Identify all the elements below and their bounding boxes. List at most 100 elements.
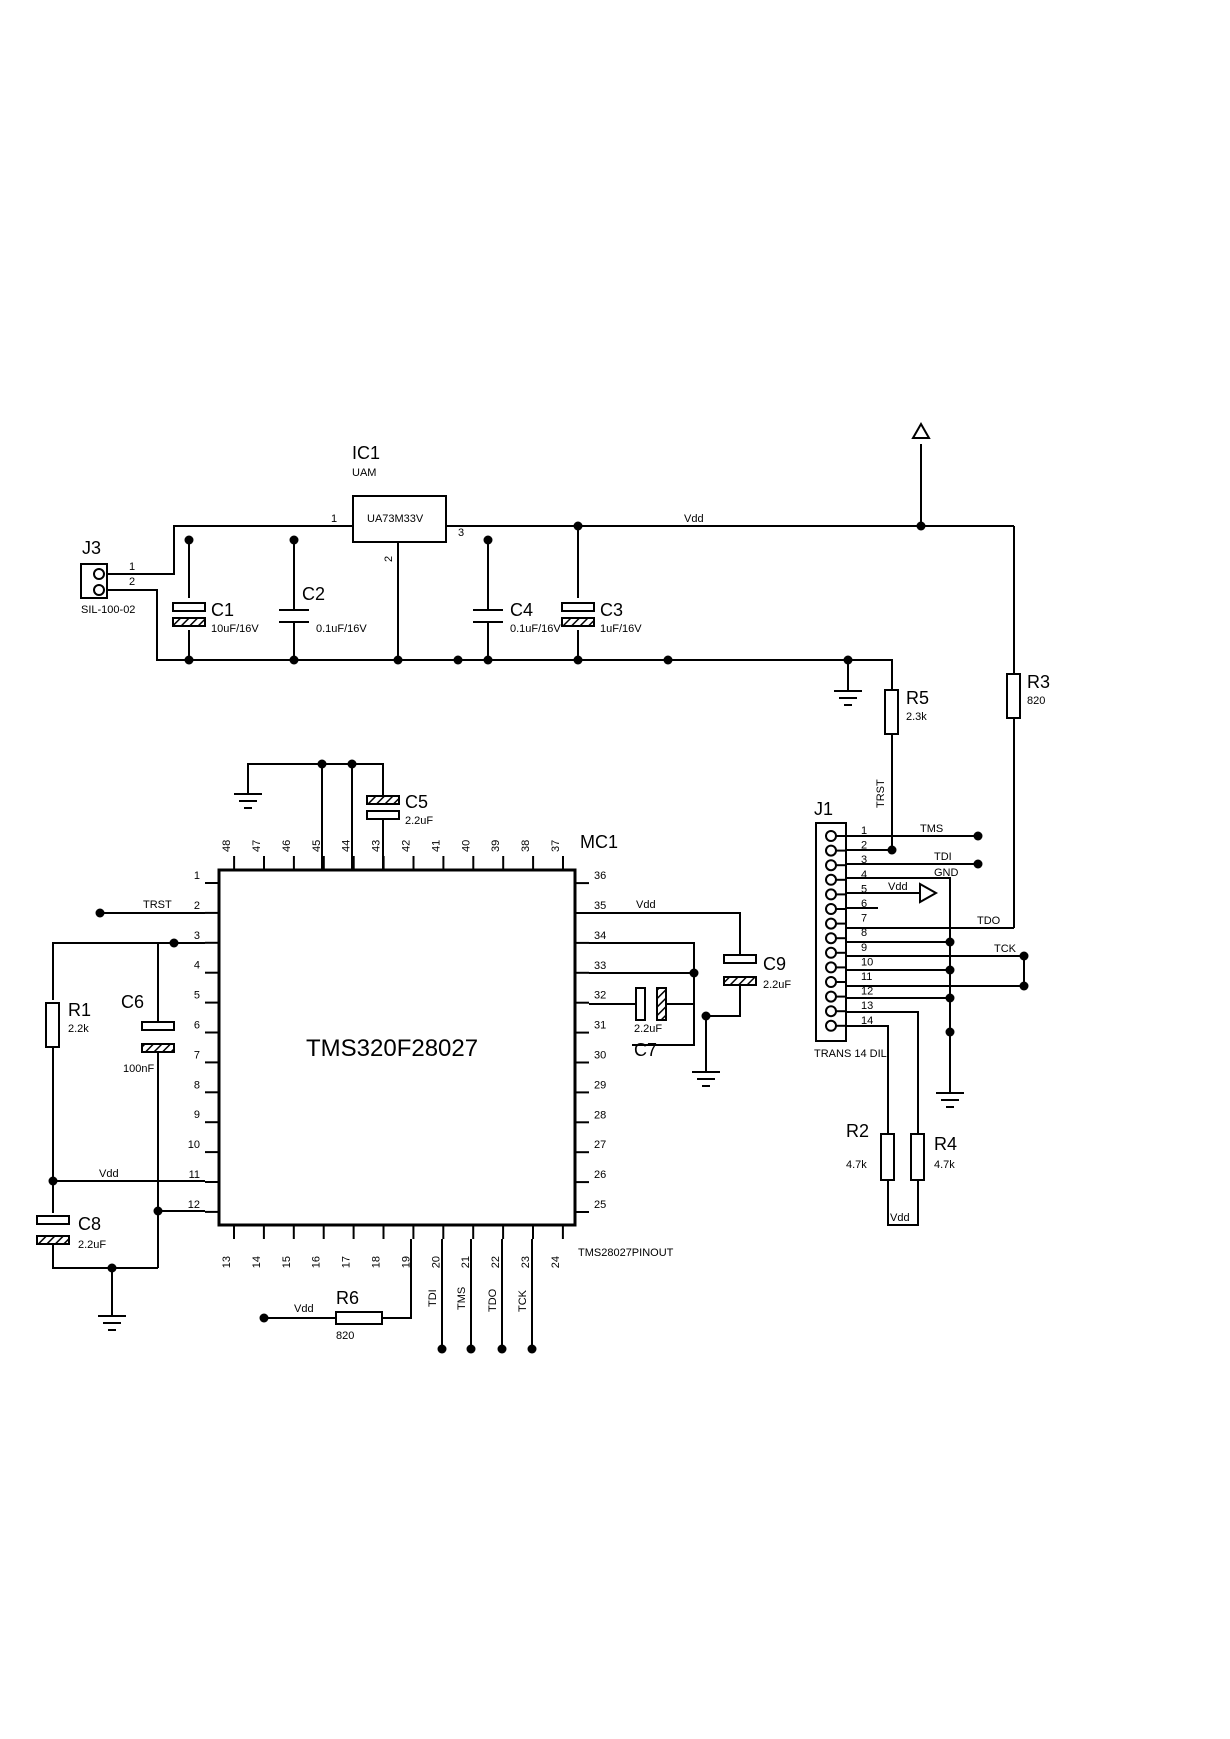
mcu-pin-label: 45 bbox=[311, 840, 323, 852]
regulator-part: UA73M33V bbox=[367, 513, 424, 525]
j1-pin-pad bbox=[825, 1005, 837, 1018]
mcu-pin-label: 25 bbox=[594, 1199, 606, 1211]
net-label-tms: TMS bbox=[456, 1287, 468, 1310]
mcu-pin-label: 47 bbox=[251, 840, 263, 852]
c1-ref: C1 bbox=[211, 600, 234, 620]
j1-pin-label: 9 bbox=[861, 942, 867, 954]
j1-pin-label: 3 bbox=[861, 854, 867, 866]
j1-pin-label: 7 bbox=[861, 913, 867, 925]
c9-ref: C9 bbox=[763, 954, 786, 974]
net-label-gnd-j1: GND bbox=[934, 867, 959, 879]
c7-value: 2.2uF bbox=[634, 1023, 662, 1035]
mcu-pin-label: 23 bbox=[520, 1256, 532, 1268]
mcu-pin-label: 6 bbox=[194, 1020, 200, 1032]
c9-value: 2.2uF bbox=[763, 979, 791, 991]
net-label-vdd-left: Vdd bbox=[99, 1168, 119, 1180]
regulator-pin-1: 1 bbox=[331, 513, 337, 525]
j1-pin-label: 5 bbox=[861, 883, 867, 895]
mcu-pin-label: 21 bbox=[460, 1256, 472, 1268]
net-label-tdo: TDO bbox=[487, 1288, 499, 1312]
mcu-pin-label: 9 bbox=[194, 1109, 200, 1121]
mcu-pin-label: 27 bbox=[594, 1139, 606, 1151]
mcu-pin-label: 18 bbox=[371, 1256, 383, 1268]
r2-ref: R2 bbox=[846, 1121, 869, 1141]
c5-ref: C5 bbox=[405, 792, 428, 812]
mcu-pin-label: 29 bbox=[594, 1079, 606, 1091]
c3-value: 1uF/16V bbox=[600, 623, 642, 635]
power-arrow-icon bbox=[911, 421, 931, 439]
ground-icon bbox=[936, 1092, 964, 1108]
r5-ref: R5 bbox=[906, 688, 929, 708]
r6-value: 820 bbox=[336, 1330, 354, 1342]
mcu-pin-label: 14 bbox=[251, 1256, 263, 1268]
regulator-ic1: UA73M33V IC1 UAM 1 2 3 Vdd bbox=[331, 443, 704, 562]
mcu-pin-label: 30 bbox=[594, 1050, 606, 1062]
mcu-mc1: TMS320F28027 MC1 TMS28027PINOUT 12345678… bbox=[188, 832, 674, 1268]
mcu-pin-label: 41 bbox=[430, 840, 442, 852]
mcu-pin-label: 33 bbox=[594, 960, 606, 972]
resistor-r5: R5 2.3k TRST bbox=[875, 660, 929, 850]
j1-pin-label: 4 bbox=[861, 869, 867, 881]
c8-ref: C8 bbox=[78, 1214, 101, 1234]
regulator-pin-3: 3 bbox=[458, 527, 464, 539]
j1-pin-label: 14 bbox=[861, 1015, 873, 1027]
mcu-pin-label: 11 bbox=[189, 1169, 200, 1181]
j1-pin-pad bbox=[825, 932, 837, 945]
mcu-pin-label: 38 bbox=[520, 840, 532, 852]
mcu-pin-label: 19 bbox=[400, 1256, 412, 1268]
mcu-footer: TMS28027PINOUT bbox=[578, 1247, 674, 1259]
mcu-pin-label: 28 bbox=[594, 1109, 606, 1121]
capacitor-c6: C6 100nF bbox=[121, 992, 175, 1075]
c2-ref: C2 bbox=[302, 584, 325, 604]
capacitor-c7: 2.2uF C7 bbox=[634, 987, 667, 1060]
mcu-pin-label: 16 bbox=[311, 1256, 323, 1268]
j1-pin-label: 13 bbox=[861, 1000, 873, 1012]
c6-ref: C6 bbox=[121, 992, 144, 1012]
connector-j3: J3 SIL-100-02 1 2 bbox=[80, 538, 135, 616]
j3-value: SIL-100-02 bbox=[81, 604, 135, 616]
j1-pin-pad bbox=[825, 844, 837, 857]
net-label-tck: TCK bbox=[517, 1289, 529, 1312]
j1-pin-pad bbox=[825, 873, 837, 886]
r6-ref: R6 bbox=[336, 1288, 359, 1308]
mcu-pin-label: 4 bbox=[194, 960, 200, 972]
ground-icon bbox=[234, 793, 262, 809]
resistor-r4: R4 4.7k bbox=[910, 1133, 957, 1181]
mcu-pin-label: 1 bbox=[194, 870, 200, 882]
r5-value: 2.3k bbox=[906, 711, 927, 723]
mcu-top-wires bbox=[234, 759, 384, 870]
mcu-pin-label: 8 bbox=[194, 1079, 200, 1091]
resistor-r6: R6 820 bbox=[335, 1288, 383, 1342]
mcu-pin-label: 40 bbox=[460, 840, 472, 852]
net-label-vdd-bottom: Vdd bbox=[294, 1303, 314, 1315]
mcu-pin-label: 26 bbox=[594, 1169, 606, 1181]
j3-ref: J3 bbox=[82, 538, 101, 558]
net-label-vdd-top: Vdd bbox=[684, 513, 704, 525]
mcu-pin-label: 37 bbox=[550, 840, 562, 852]
regulator-package: UAM bbox=[352, 467, 376, 479]
mcu-part: TMS320F28027 bbox=[306, 1035, 478, 1062]
net-label-vdd-j1: Vdd bbox=[888, 881, 908, 893]
net-label-vdd-right: Vdd bbox=[636, 899, 656, 911]
j1-pin-pad bbox=[825, 961, 837, 974]
j1-pin-label: 2 bbox=[861, 840, 867, 852]
net-label-tdi: TDI bbox=[427, 1289, 439, 1307]
capacitor-c2: C2 0.1uF/16V bbox=[279, 584, 367, 635]
mcu-pin-label: 12 bbox=[188, 1199, 200, 1211]
c6-value: 100nF bbox=[123, 1063, 154, 1075]
mcu-right-wires: Vdd bbox=[589, 899, 741, 1087]
j1-pin-pad bbox=[825, 917, 837, 930]
capacitor-c4: C4 0.1uF/16V bbox=[473, 600, 561, 635]
mcu-pin-label: 36 bbox=[594, 870, 606, 882]
c4-value: 0.1uF/16V bbox=[510, 623, 561, 635]
j1-pin-pad bbox=[825, 859, 837, 872]
mcu-pin-label: 17 bbox=[341, 1256, 353, 1268]
net-label-tdo-j1: TDO bbox=[977, 915, 1001, 927]
capacitor-c1: C1 10uF/16V bbox=[172, 600, 259, 635]
capacitor-c3: C3 1uF/16V bbox=[561, 600, 642, 635]
j1-pin-pad bbox=[825, 946, 837, 959]
j1-pin-label: 1 bbox=[861, 825, 867, 837]
capacitor-c9: C9 2.2uF bbox=[723, 954, 791, 991]
